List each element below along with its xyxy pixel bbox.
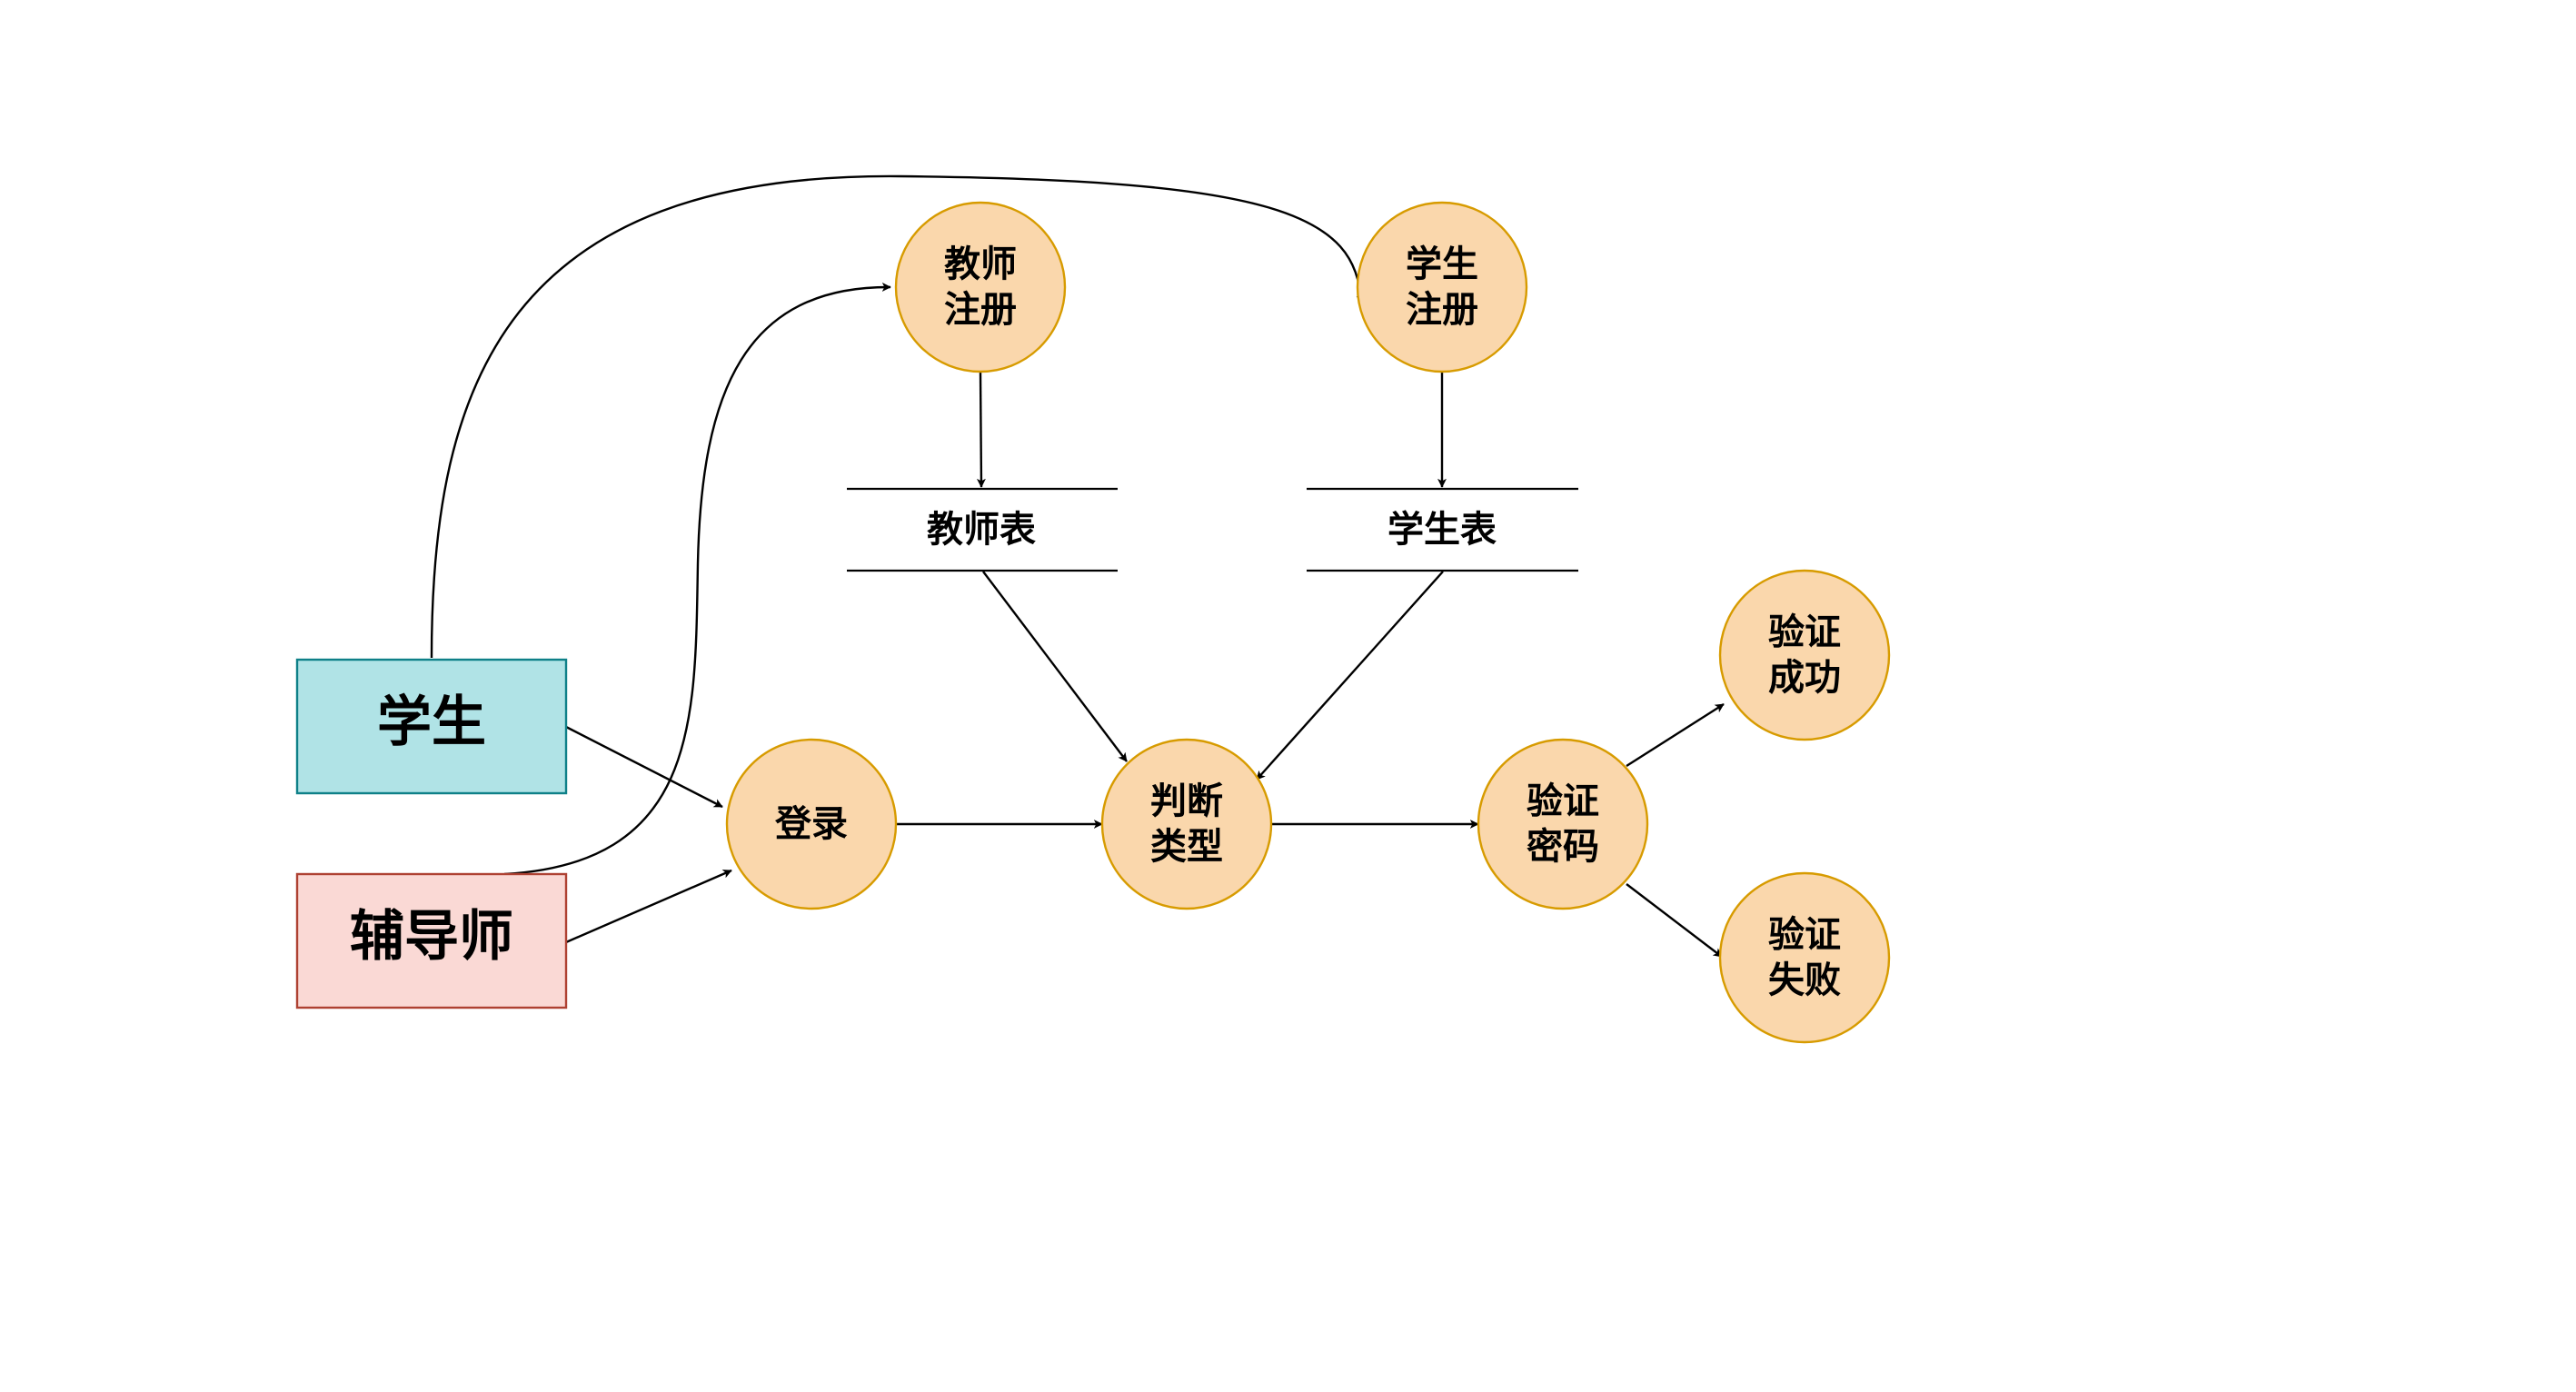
process-teacher-register-circle	[894, 201, 1067, 373]
process-verify-success-circle	[1718, 569, 1891, 741]
process-verify-success[interactable]: 验证 成功	[1718, 569, 1891, 741]
process-verify-fail-line-2: 失败	[1768, 959, 1841, 1001]
store-student-table-label: 学生表	[1387, 509, 1497, 551]
entity-counselor[interactable]: 辅导师	[295, 872, 568, 1009]
edge-teacher-table-to-judge-type	[982, 571, 1128, 762]
entity-counselor-box	[295, 872, 568, 1009]
store-teacher-table[interactable]: 教师表	[847, 487, 1118, 572]
edge-counselor-to-login	[565, 869, 732, 944]
process-verify-fail[interactable]: 验证 失败	[1718, 871, 1891, 1044]
entity-counselor-label: 辅导师	[350, 905, 513, 969]
process-verify-success-line-2: 成功	[1768, 657, 1841, 699]
process-login-circle	[725, 738, 898, 910]
process-judge-type-line-2: 类型	[1150, 826, 1223, 868]
process-judge-type[interactable]: 判断 类型	[1100, 738, 1273, 910]
process-teacher-register[interactable]: 教师 注册	[894, 201, 1067, 373]
edge-counselor-to-teacher-register	[503, 282, 891, 876]
edge-verify-password-to-fail	[1626, 883, 1723, 958]
edge-student-to-login	[565, 725, 723, 809]
edge-student-to-student-register	[430, 174, 1366, 659]
process-verify-password[interactable]: 验证 密码	[1477, 738, 1649, 910]
store-teacher-table-label: 教师表	[927, 509, 1036, 551]
process-login[interactable]: 登录	[725, 738, 898, 910]
process-verify-password-line-2: 密码	[1527, 826, 1599, 868]
process-student-register[interactable]: 学生 注册	[1356, 201, 1528, 373]
process-judge-type-line-1: 判断	[1150, 781, 1223, 822]
edge-verify-password-to-success	[1626, 702, 1725, 768]
process-verify-fail-line-1: 验证	[1768, 914, 1841, 956]
process-teacher-register-line-1: 教师	[944, 244, 1017, 285]
process-teacher-register-line-2: 注册	[944, 289, 1017, 331]
entity-student-label: 学生	[377, 691, 486, 754]
edge-teacher-register-to-teacher-table	[976, 372, 986, 488]
process-verify-success-line-1: 验证	[1768, 611, 1841, 653]
entity-student[interactable]: 学生	[295, 658, 568, 795]
process-verify-fail-circle	[1718, 871, 1891, 1044]
process-login-label: 登录	[774, 803, 848, 845]
process-student-register-circle	[1356, 201, 1528, 373]
process-student-register-line-1: 学生	[1406, 244, 1478, 285]
entity-student-box	[295, 658, 568, 795]
process-judge-type-circle	[1100, 738, 1273, 910]
process-verify-password-line-1: 验证	[1527, 781, 1599, 822]
edge-student-table-to-judge-type	[1256, 571, 1444, 781]
store-student-table[interactable]: 学生表	[1307, 487, 1578, 572]
process-verify-password-circle	[1477, 738, 1649, 910]
process-student-register-line-2: 注册	[1406, 289, 1478, 331]
